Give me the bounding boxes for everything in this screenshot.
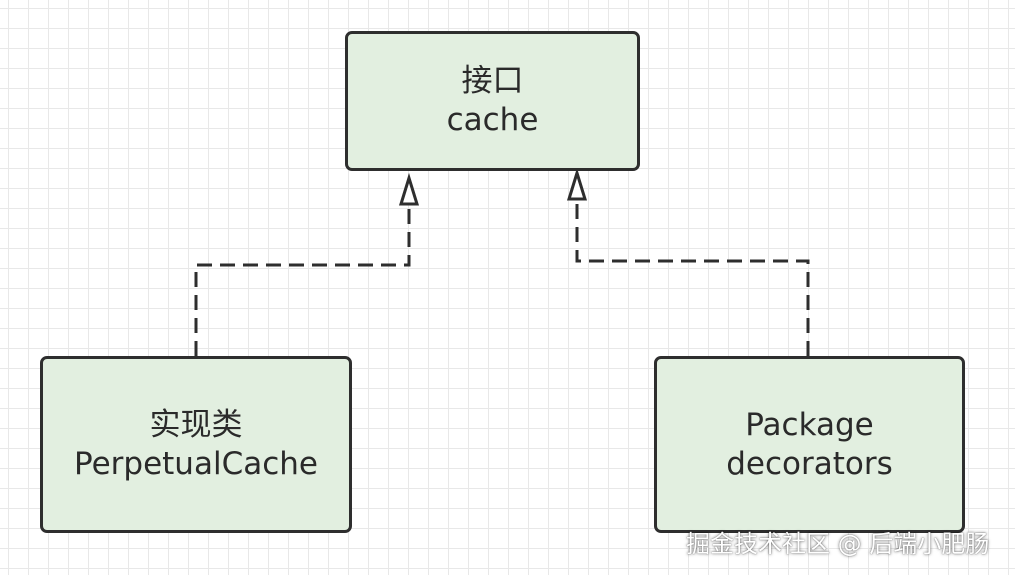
node-label-line2: PerpetualCache xyxy=(74,445,318,482)
node-label-line2: decorators xyxy=(726,445,893,482)
edge-impl-to-cache xyxy=(194,204,411,356)
node-label-line1: 接口 xyxy=(461,63,524,99)
watermark: 掘金技术社区 @ 后端小肥肠 xyxy=(686,530,990,558)
package-decorators-node[interactable]: Package decorators xyxy=(654,356,965,533)
edge-package-to-cache xyxy=(575,199,810,356)
node-label-line2: cache xyxy=(446,102,539,138)
hollow-arrowhead-icon xyxy=(398,172,420,206)
perpetual-cache-node[interactable]: 实现类 PerpetualCache xyxy=(40,356,352,533)
node-label-line1: 实现类 xyxy=(149,406,243,443)
hollow-arrowhead-icon xyxy=(566,167,588,201)
node-label-line1: Package xyxy=(745,406,874,443)
cache-interface-node[interactable]: 接口 cache xyxy=(345,31,640,171)
